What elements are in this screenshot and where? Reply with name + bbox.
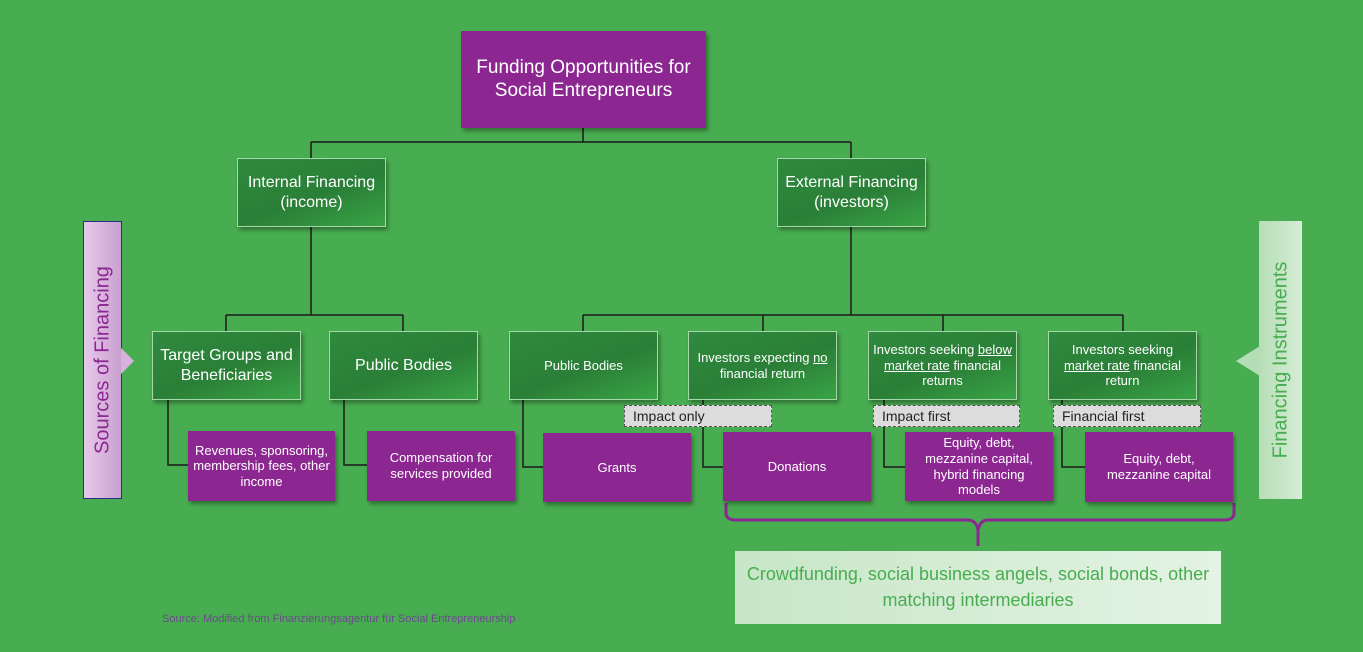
- instrument-compensation: Compensation for services provided: [367, 431, 515, 501]
- source-label: Investors expecting no financial return: [697, 349, 828, 381]
- tag-financial-first: Financial first: [1053, 405, 1201, 427]
- instrument-revenues: Revenues, sponsoring, membership fees, o…: [188, 431, 335, 501]
- instrument-label: Grants: [597, 459, 637, 475]
- financing-instruments-label: Financing Instruments: [1269, 261, 1291, 459]
- source-label: Public Bodies: [544, 357, 623, 373]
- tag-impact-first: Impact first: [873, 405, 1020, 427]
- source-investors-below-market: Investors seeking below market rate fina…: [868, 331, 1017, 400]
- instrument-label: Revenues, sponsoring, membership fees, o…: [193, 442, 330, 489]
- instrument-equity-debt: Equity, debt, mezzanine capital: [1085, 432, 1233, 502]
- instrument-equity-hybrid: Equity, debt, mezzanine capital, hybrid …: [905, 432, 1053, 501]
- source-public-bodies-internal: Public Bodies: [329, 331, 478, 400]
- source-target-groups: Target Groups and Beneficiaries: [152, 331, 301, 400]
- intermediaries-label: Crowdfunding, social business angels, so…: [746, 564, 1210, 610]
- sources-of-financing-panel: Sources of Financing: [83, 221, 122, 499]
- instrument-label: Equity, debt, mezzanine capital: [1106, 451, 1212, 482]
- instrument-label: Equity, debt, mezzanine capital, hybrid …: [925, 435, 1033, 498]
- right-arrow-pointer: [1236, 346, 1260, 376]
- root-label: Funding Opportunities for Social Entrepr…: [476, 56, 691, 101]
- root-node: Funding Opportunities for Social Entrepr…: [461, 31, 706, 128]
- tag-impact-only: Impact only: [624, 405, 772, 427]
- intermediaries-panel: Crowdfunding, social business angels, so…: [735, 551, 1221, 624]
- left-arrow-pointer: [121, 348, 134, 374]
- instrument-grants: Grants: [543, 433, 691, 502]
- source-investors-market-rate: Investors seeking market rate financial …: [1048, 331, 1197, 400]
- source-label: Investors seeking market rate financial …: [1063, 342, 1182, 389]
- source-label: Public Bodies: [355, 356, 452, 374]
- internal-financing-node: Internal Financing (income): [237, 158, 386, 227]
- sources-of-financing-label: Sources of Financing: [91, 266, 113, 454]
- financing-instruments-panel: Financing Instruments: [1259, 221, 1302, 499]
- source-label: Target Groups and Beneficiaries: [160, 347, 293, 384]
- instrument-label: Donations: [767, 458, 827, 474]
- source-note: Source: Modified from Finanzierungsagent…: [162, 613, 516, 625]
- internal-financing-label: Internal Financing (income): [247, 174, 376, 211]
- source-label: Investors seeking below market rate fina…: [873, 342, 1012, 389]
- source-investors-no-return: Investors expecting no financial return: [688, 331, 837, 400]
- source-public-bodies-external: Public Bodies: [509, 331, 658, 400]
- instrument-donations: Donations: [723, 432, 871, 501]
- external-financing-label: External Financing (investors): [785, 174, 918, 211]
- instrument-label: Compensation for services provided: [389, 450, 493, 481]
- external-financing-node: External Financing (investors): [777, 158, 926, 227]
